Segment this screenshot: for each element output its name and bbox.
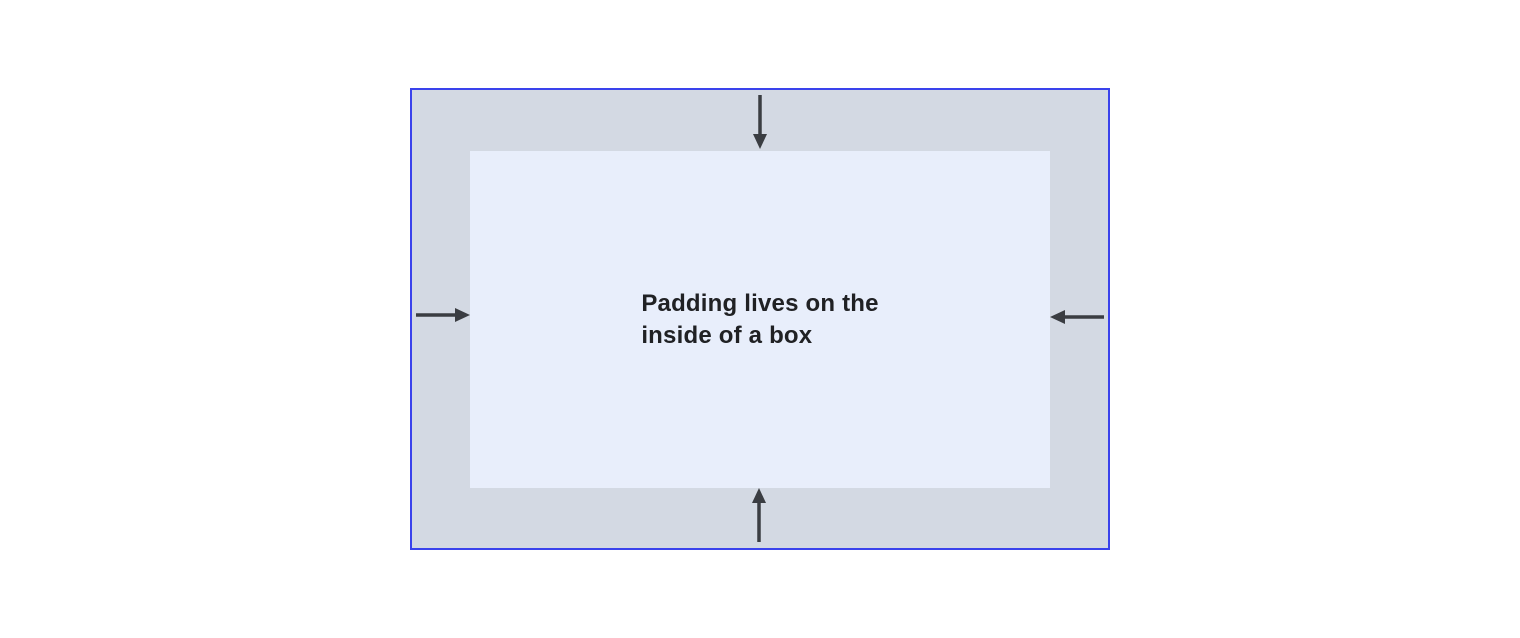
left-arrow-icon bbox=[416, 306, 470, 324]
right-arrow-icon bbox=[1050, 308, 1104, 326]
caption-line-2: inside of a box bbox=[641, 321, 813, 349]
content-box: Padding lives on the inside of a box bbox=[470, 151, 1050, 488]
padding-box: Padding lives on the inside of a box bbox=[410, 88, 1110, 550]
top-arrow-icon bbox=[751, 95, 769, 149]
caption: Padding lives on the inside of a box bbox=[641, 288, 878, 352]
caption-line-1: Padding lives on the bbox=[641, 289, 879, 317]
bottom-arrow-icon bbox=[750, 488, 768, 542]
